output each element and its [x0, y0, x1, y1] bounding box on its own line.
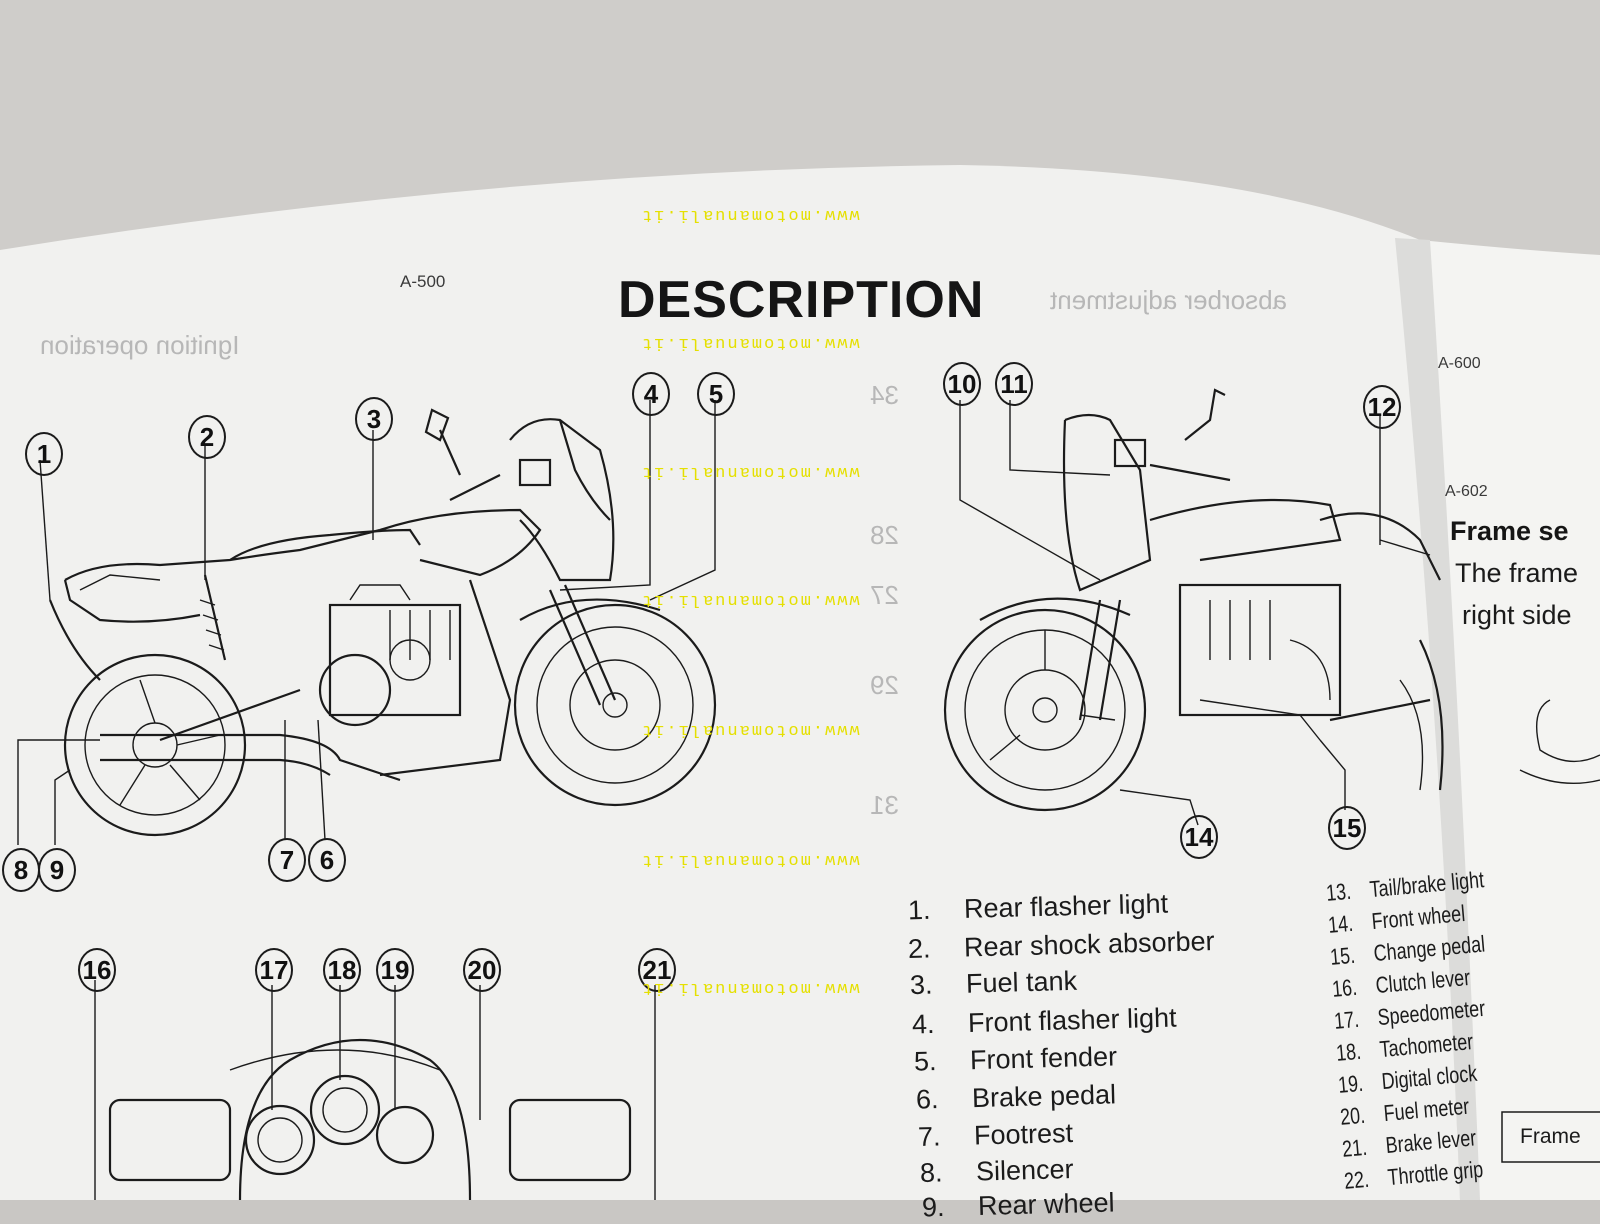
callout-5: 5	[697, 372, 735, 416]
legend-item: 3.Fuel tank	[909, 965, 1078, 1001]
callout-21: 21	[638, 948, 676, 992]
page-title: DESCRIPTION	[618, 271, 985, 329]
legend-item: 9.Rear wheel	[921, 1187, 1115, 1223]
callout-4: 4	[632, 372, 670, 416]
watermark: www.motomanuali.it	[640, 205, 860, 224]
section-code-a602: A-602	[1445, 483, 1488, 500]
callout-11: 11	[995, 362, 1033, 406]
callout-10: 10	[943, 362, 981, 406]
watermark: www.motomanuali.it	[640, 590, 860, 609]
callout-15: 15	[1328, 806, 1366, 850]
callout-6: 6	[308, 838, 346, 882]
legend-item: 6.Brake pedal	[915, 1079, 1117, 1115]
section-code-a500: A-500	[400, 272, 446, 291]
frame-body-line-2: right side	[1462, 600, 1572, 630]
section-code-a600: A-600	[1438, 355, 1481, 372]
callout-18: 18	[323, 948, 361, 992]
watermark: www.motomanuali.it	[640, 850, 860, 869]
callout-9: 9	[38, 848, 76, 892]
frame-table-label: Frame	[1520, 1125, 1581, 1148]
watermark: www.motomanuali.it	[640, 462, 860, 481]
handlebar-view	[94, 980, 656, 1200]
callout-17: 17	[255, 948, 293, 992]
frame-body-line-1: The frame	[1455, 558, 1579, 588]
frame-illustration	[1519, 699, 1600, 784]
callout-1: 1	[25, 432, 63, 476]
callout-2: 2	[188, 415, 226, 459]
callout-20: 20	[463, 948, 501, 992]
watermark: www.motomanuali.it	[640, 720, 860, 739]
watermark: www.motomanuali.it	[640, 333, 860, 352]
callout-16: 16	[78, 948, 116, 992]
frame-table-box	[1501, 1111, 1600, 1163]
callout-7: 7	[268, 838, 306, 882]
watermark: www.motomanuali.it	[640, 978, 860, 997]
callout-3: 3	[355, 397, 393, 441]
callout-19: 19	[376, 948, 414, 992]
legend-item: 8.Silencer	[919, 1153, 1074, 1189]
callout-12: 12	[1363, 385, 1401, 429]
callout-8: 8	[2, 848, 40, 892]
left-side-view	[17, 400, 717, 845]
legend-item: 7.Footrest	[917, 1117, 1074, 1153]
legend-item: 5.Front fender	[913, 1041, 1118, 1077]
callout-14: 14	[1180, 815, 1218, 859]
right-side-view	[943, 388, 1444, 826]
frame-section-heading: Frame se	[1450, 516, 1569, 546]
